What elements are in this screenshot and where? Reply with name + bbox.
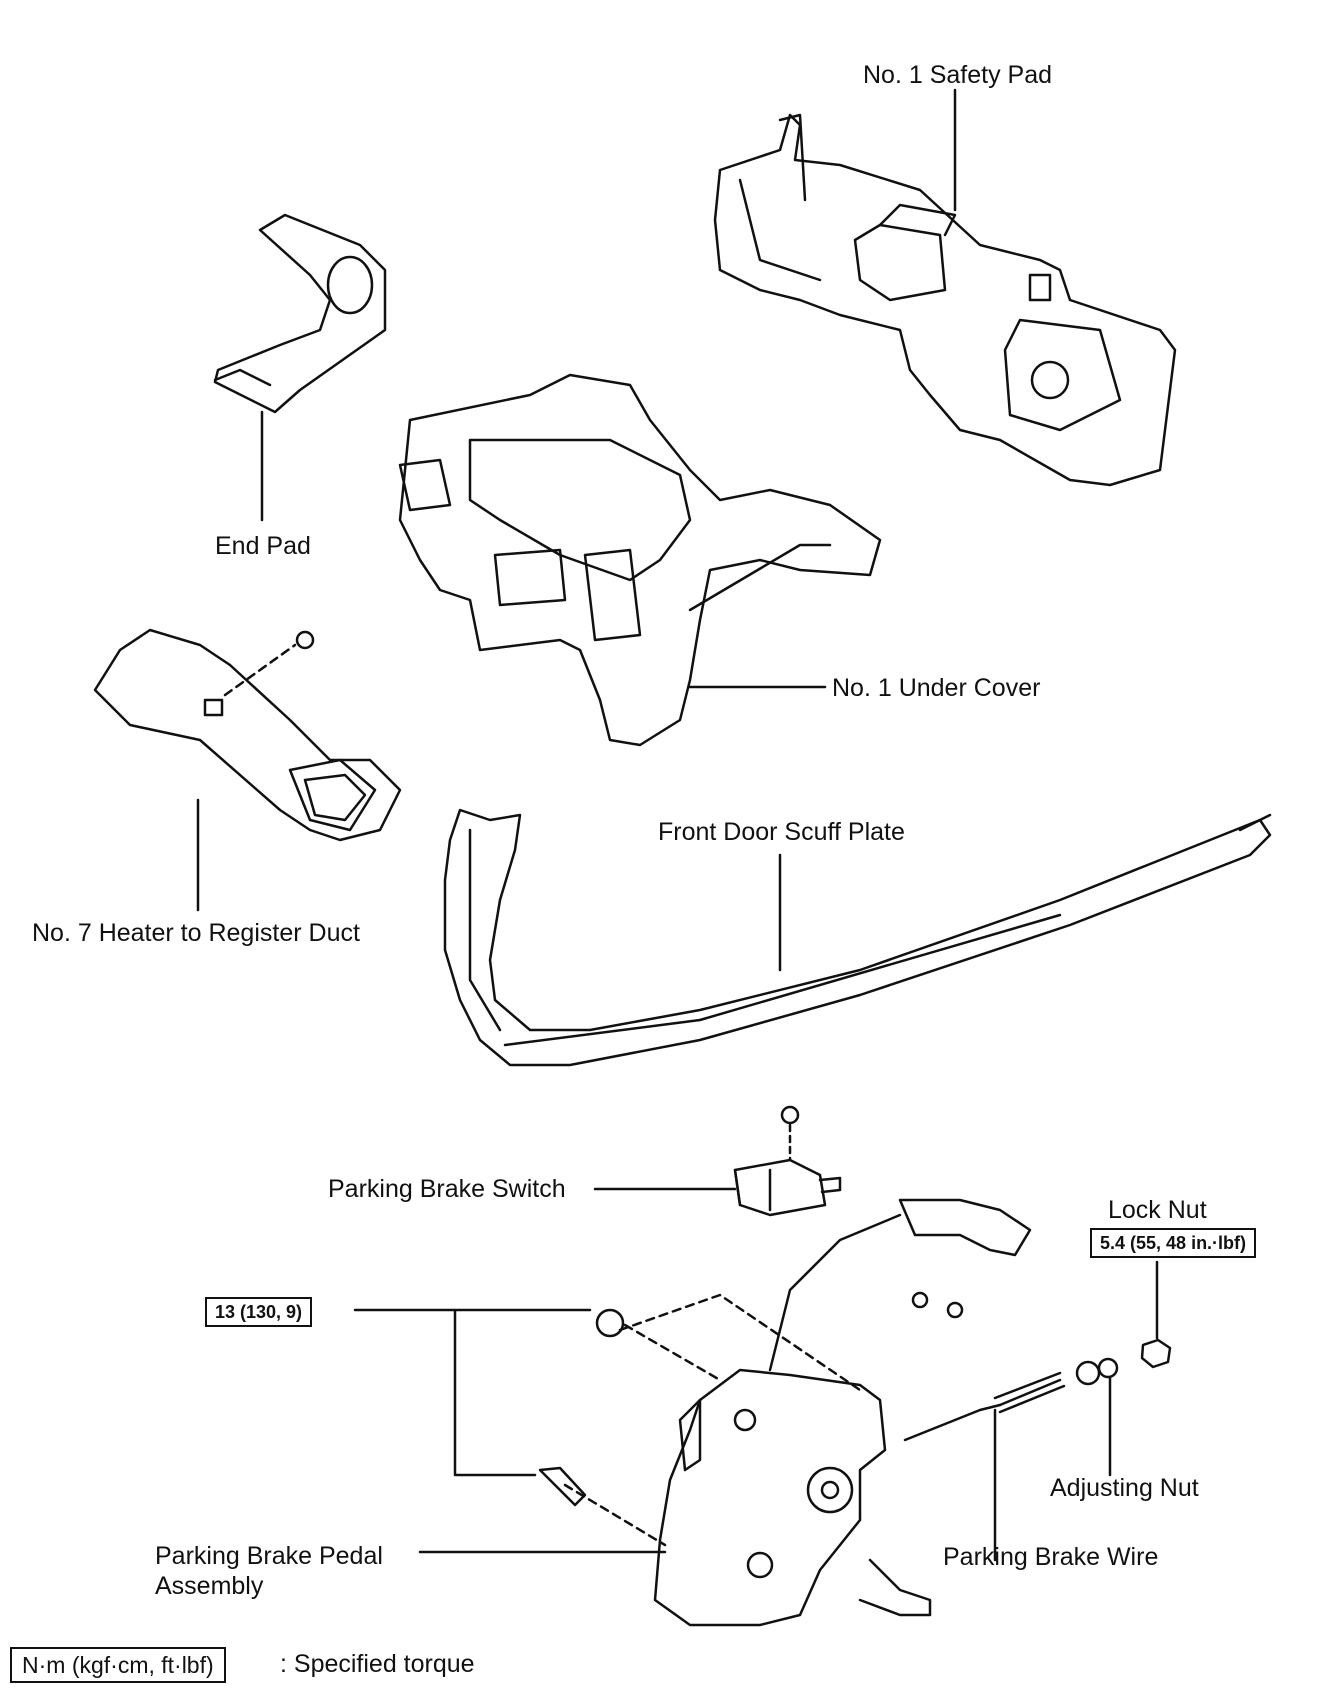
end-pad-part bbox=[213, 213, 387, 414]
label-end-pad: End Pad bbox=[215, 532, 311, 560]
pedal-nut bbox=[595, 1308, 625, 1338]
label-brake-switch: Parking Brake Switch bbox=[328, 1175, 566, 1203]
pedal-bolts-bracket bbox=[353, 1308, 592, 1477]
brake-wire-part bbox=[903, 1371, 1066, 1442]
heater-duct-fastener-line bbox=[223, 643, 297, 697]
label-adjusting-nut: Adjusting Nut bbox=[1050, 1474, 1199, 1502]
legend-unit-box: N·m (kgf·cm, ft·lbf) bbox=[10, 1647, 226, 1683]
duct-clip bbox=[295, 630, 315, 650]
scuff-plate-part bbox=[443, 808, 1272, 1067]
label-scuff-plate: Front Door Scuff Plate bbox=[658, 818, 905, 846]
legend-text: : Specified torque bbox=[280, 1650, 475, 1678]
label-safety-pad: No. 1 Safety Pad bbox=[863, 61, 1053, 89]
brake-switch-part bbox=[733, 1158, 842, 1217]
label-pedal-line2: Assembly bbox=[155, 1572, 264, 1600]
pedal-dash-lines bbox=[563, 1293, 862, 1547]
safety-pad-part bbox=[713, 113, 1177, 487]
adjusting-nut-part bbox=[1075, 1357, 1119, 1386]
label-brake-wire: Parking Brake Wire bbox=[943, 1543, 1159, 1571]
lock-nut-part bbox=[1140, 1338, 1172, 1369]
label-under-cover: No. 1 Under Cover bbox=[832, 674, 1041, 702]
label-lock-nut: Lock Nut bbox=[1108, 1196, 1207, 1224]
pedal-assembly-part bbox=[653, 1198, 1032, 1627]
switch-screw bbox=[780, 1105, 800, 1125]
heater-duct-part bbox=[93, 628, 402, 842]
torque-pedal-bolts: 13 (130, 9) bbox=[205, 1297, 313, 1327]
under-cover-part bbox=[398, 373, 882, 747]
pedal-bolt bbox=[538, 1466, 587, 1507]
label-pedal-line1: Parking Brake Pedal bbox=[155, 1542, 383, 1570]
label-heater-duct: No. 7 Heater to Register Duct bbox=[32, 919, 360, 947]
torque-lock-nut: 5.4 (55, 48 in.·lbf) bbox=[1090, 1228, 1257, 1258]
